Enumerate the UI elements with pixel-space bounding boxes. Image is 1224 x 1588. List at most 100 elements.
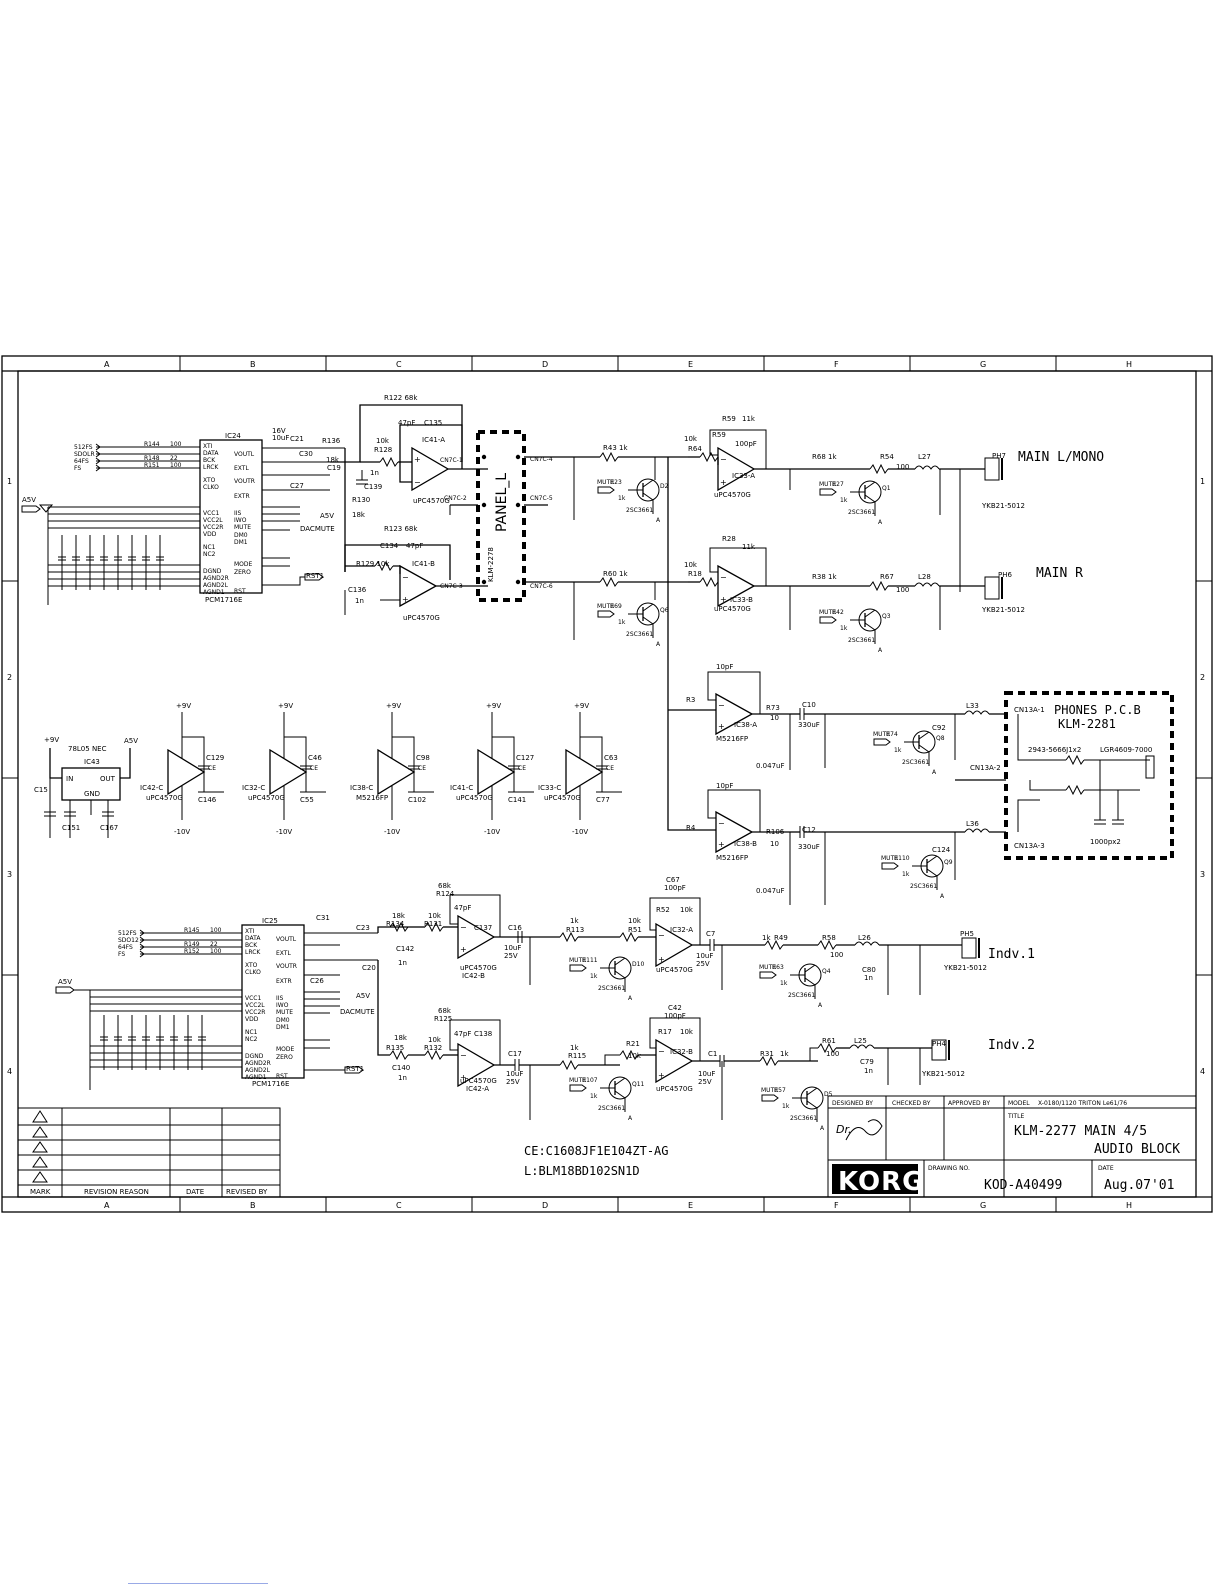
c137-value: 47pF [454,904,471,912]
designed-by: DESIGNED BY [832,1100,873,1107]
mute-label: MUTE [569,957,586,964]
r43-label: R43 1k [603,444,628,452]
r134-value: 18k [392,912,406,920]
dac-pin-iwo: IWO [276,1002,289,1009]
c26-label: C26 [310,977,324,985]
r128-label: R128 [374,446,392,454]
l27-label: L27 [918,453,931,461]
dac-input-64fs: 64FS [74,458,89,465]
c27-label: C27 [290,482,304,490]
dac-res-val-r144: 100 [170,441,182,448]
r68-label: R68 1k [812,453,837,461]
mute-transistor-ref: Q4 [822,968,831,975]
supply-amp-cap: C127 [516,754,534,762]
dac-pin-vcc2l: VCC2L [245,1002,265,1009]
ground-label: A [656,517,661,524]
c79-label: C79 [860,1058,874,1066]
dac-pin-lrck: LRCK [203,464,219,471]
title-label: TITLE [1007,1113,1024,1120]
c12-label: C12 [802,826,816,834]
frame-col-bottom-H: H [1126,1201,1132,1210]
svg-text:−: − [460,1051,467,1060]
model-value: X-0180/1120 TRITON Le61/76 [1038,1100,1127,1107]
c12-value: 330uF [798,843,820,851]
drawing-no: KOD-A40499 [984,1178,1062,1193]
dac-pin-rst: RST [276,1073,288,1080]
mute-transistor-part: 2SC3661 [902,759,929,766]
svg-text:+: + [658,1071,665,1080]
ground-label: A [628,1115,633,1122]
r38-label: R38 1k [812,573,837,581]
c1-value: 10uF [698,1070,715,1078]
phones-board: KLM-2281 [1058,717,1116,731]
amp-c137: C137 [474,924,492,932]
phones-pin-2: CN13A-2 [970,764,1001,772]
mute-resistor-value: 1k [902,871,910,878]
frame-row-right-3: 3 [1200,870,1205,879]
phones-caps: 1000px2 [1090,838,1121,846]
r67-label: R67 [880,573,894,581]
dac-pin-nc2: NC2 [245,1036,258,1043]
supply-amp-part: uPC4570G [544,794,581,802]
r124-label: R124 [436,890,455,898]
amp-ic41a-part: uPC4570G [413,497,450,505]
svg-text:−: − [658,1047,665,1056]
korg-logo: KORG [832,1164,923,1197]
svg-text:−: − [718,819,725,828]
r128-value: 10k [376,437,390,445]
r61-label: R61 [822,1037,836,1045]
mute-resistor: R57 [774,1087,786,1094]
r60-label: R60 1k [603,570,628,578]
c1-voltage: 25V [698,1078,712,1086]
svg-text:+: + [658,955,665,964]
dac-pin-dgnd: DGND [245,1053,264,1060]
r106-label: R106 [766,828,785,836]
c21-capacitance: 10uF [272,434,289,442]
amp-ic41b: IC41-B [412,560,435,568]
amp-ic32a: IC32-A [670,926,693,934]
phones-resistors: 2943-5666J1x2 [1028,746,1081,754]
dac-pin-dm1: DM1 [276,1024,290,1031]
frame-col-top-D: D [542,360,548,369]
ground-label: A [820,1125,825,1132]
phones-title: PHONES P.C.B [1054,703,1141,717]
supply-amp-top: +9V [176,702,191,710]
dac-pin-mode: MODE [276,1046,295,1053]
dac-res-r151: R151 [144,462,160,469]
dac-pin-data: DATA [245,935,261,942]
panel-pin-cn7c-4: CN7C-4 [530,456,553,463]
mute-resistor: R63 [772,964,784,971]
c17-label: C17 [508,1050,522,1058]
svg-text:+: + [718,840,725,849]
dac-supply-2: A5V [320,512,334,520]
mute-transistor-part: 2SC3661 [598,985,625,992]
frame-col-bottom-F: F [834,1201,839,1210]
frame-col-top-F: F [834,360,839,369]
l28-label: L28 [918,573,931,581]
mute-resistor: R23 [610,479,622,486]
output-labels: MAIN L/MONO PH7 YKB21-5012 MAIN R PH6 YK… [921,450,1104,1078]
frame-col-top-A: A [104,360,110,369]
mute-transistor-part: 2SC3661 [598,1105,625,1112]
svg-text:+: + [720,595,727,604]
mute-resistor: R107 [582,1077,598,1084]
r21-value: 10k [628,1052,642,1060]
supply-amp-cap2: C77 [596,796,610,804]
dac-pin-extr: EXTR [234,493,250,500]
designer-signature: Dr. [836,1123,851,1136]
c134-label: C134 [380,542,399,550]
panel-pin-cn7c-2: CN7C-2 [444,495,467,502]
regulator-out: OUT [100,775,116,783]
frame-col-bottom-A: A [104,1201,110,1210]
r135-value: 18k [394,1034,408,1042]
dac-pin-vdd: VDD [203,531,217,538]
r131-label: R131 [424,920,442,928]
dac-pin-clko: CLKO [245,969,261,976]
designer-signature-scribble [845,1119,883,1141]
output-indv2-part: YKB21-5012 [921,1070,965,1078]
output-main-r-jack: PH6 [998,571,1012,579]
dac-res-r144: R144 [144,441,160,448]
dac-pin-nc1: NC1 [203,544,216,551]
